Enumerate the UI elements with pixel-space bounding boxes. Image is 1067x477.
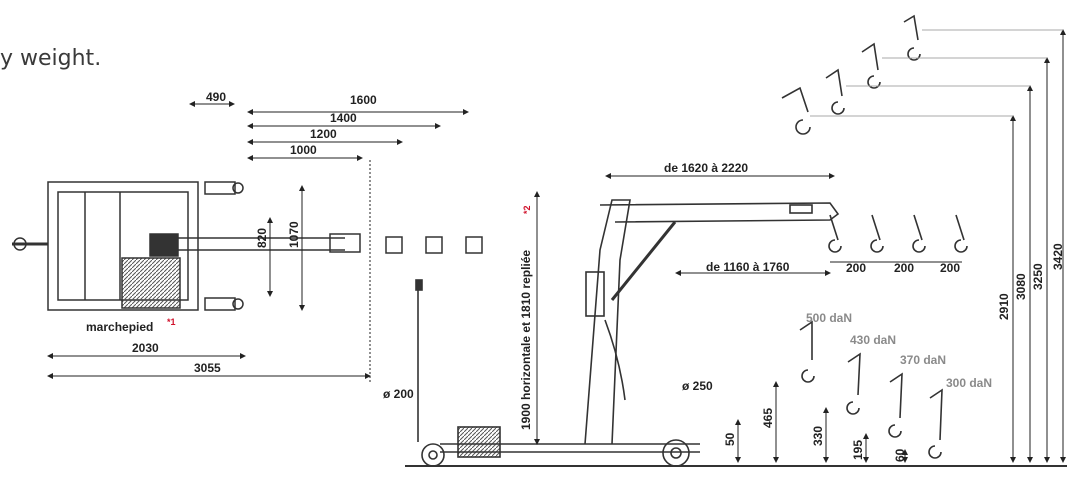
height-50: 50 <box>723 432 737 446</box>
height-3250: 3250 <box>1031 263 1045 290</box>
dim-1000: 1000 <box>290 143 317 157</box>
reach-label: de 1620 à 2220 <box>664 161 748 175</box>
height-330: 330 <box>811 426 825 446</box>
plan-dimension-lines <box>47 101 469 382</box>
load-370: 370 daN <box>900 353 946 367</box>
height-465: 465 <box>761 408 775 428</box>
height-195: 195 <box>851 440 865 460</box>
hook-group-low <box>799 320 943 459</box>
height-2910: 2910 <box>997 293 1011 320</box>
wheel-front-label: ø 250 <box>682 379 713 393</box>
dim-3055: 3055 <box>194 361 221 375</box>
dim-1070: 1070 <box>287 221 301 248</box>
height-3420: 3420 <box>1051 243 1065 270</box>
load-430: 430 daN <box>850 333 896 347</box>
dim-490: 490 <box>206 90 226 104</box>
wheel-rear-label: ø 200 <box>383 387 414 401</box>
dim-1600: 1600 <box>350 93 377 107</box>
dim-2030: 2030 <box>132 341 159 355</box>
marchepied-label: marchepied <box>86 320 153 334</box>
crane-side-view <box>415 199 840 467</box>
footnote-mark-2: *2 <box>522 205 532 214</box>
step-200-3: 200 <box>940 261 960 275</box>
height-60: 60 <box>893 448 907 462</box>
side-dimension-lines <box>534 29 1066 463</box>
vertical-label: 1900 horizontale et 1810 repliée <box>519 250 533 430</box>
plan-view <box>12 181 483 311</box>
load-500: 500 daN <box>806 311 852 325</box>
step-200-2: 200 <box>894 261 914 275</box>
reach-label-2: de 1160 à 1760 <box>706 260 790 274</box>
dim-1200: 1200 <box>310 127 337 141</box>
load-300: 300 daN <box>946 376 992 390</box>
hook-group-boom <box>828 214 968 253</box>
dim-820: 820 <box>255 228 269 248</box>
dim-1400: 1400 <box>330 111 357 125</box>
height-3080: 3080 <box>1014 273 1028 300</box>
hook-group-high <box>781 14 921 135</box>
footnote-mark-1: *1 <box>167 317 176 327</box>
step-200-1: 200 <box>846 261 866 275</box>
intro-text: y weight. <box>0 46 102 71</box>
